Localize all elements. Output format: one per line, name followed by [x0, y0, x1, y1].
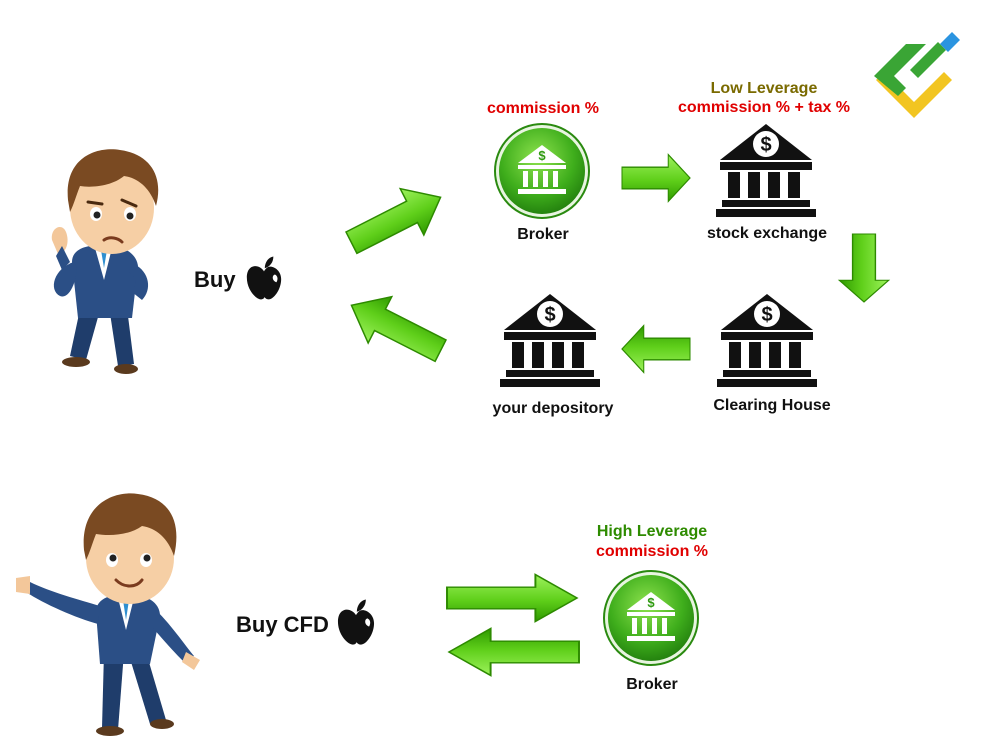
bank-icon [603, 570, 699, 666]
broker-cost-label: commission % [487, 100, 599, 117]
brand-logo [874, 32, 960, 118]
exchange-label: stock exchange [707, 225, 827, 242]
apple-logo-icon [337, 599, 375, 645]
apple-logo-icon [246, 256, 282, 300]
broker-label: Broker [517, 226, 569, 243]
bank-icon [494, 123, 590, 219]
bank-icon [716, 124, 816, 217]
buy-cfd-label: Buy CFD [236, 612, 329, 637]
arrow-back-to-investor [338, 281, 454, 375]
bank-icon [717, 294, 817, 387]
clearing-label: Clearing House [713, 397, 830, 414]
arrow-exchange-to-clearing [838, 233, 890, 303]
arrow-clearing-to-depository [621, 324, 691, 374]
arrow-broker-to-exchange [621, 153, 691, 203]
cfd-leverage-label: High Leverage [597, 523, 707, 540]
person-pointing [16, 493, 200, 736]
cfd-cost-label: commission % [596, 543, 708, 560]
arrow-from-cfd-broker [448, 627, 580, 677]
arrow-to-cfd-broker [446, 573, 578, 623]
person-thinking [51, 149, 159, 374]
depository-label: your depository [493, 400, 614, 417]
bank-icon [500, 294, 600, 387]
cfd-broker-label: Broker [626, 676, 678, 693]
buy-label: Buy [194, 267, 236, 292]
exchange-leverage-label: Low Leverage [711, 80, 818, 97]
exchange-cost-label: commission % + tax % [678, 99, 850, 116]
arrow-to-broker [338, 173, 454, 267]
